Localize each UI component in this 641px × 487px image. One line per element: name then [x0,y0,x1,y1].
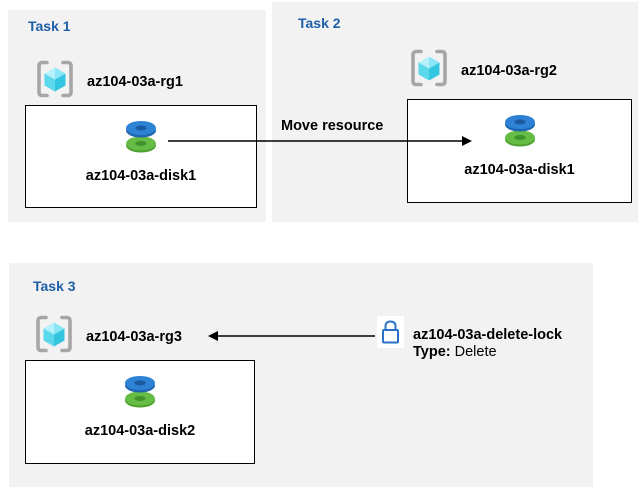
task1-resource-box: az104-03a-disk1 [25,105,257,208]
task3-resource-group-row: az104-03a-rg3 [33,314,182,359]
task3-panel: Task 3 az104-03a-rg3 az10 [9,263,593,487]
task3-disk-label: az104-03a-disk2 [84,423,196,439]
lock-icon [377,316,404,348]
task1-title: Task 1 [28,18,71,34]
resource-group-icon [33,314,75,359]
disk-icon [501,113,539,154]
delete-lock-text: az104-03a-delete-lock Type: Delete [413,327,562,361]
task3-title: Task 3 [33,278,76,294]
disk-icon [121,374,159,415]
delete-lock-type-label: Type: [413,344,451,360]
resource-group-icon [408,48,450,93]
delete-lock-name: az104-03a-delete-lock [413,327,563,343]
task1-panel: Task 1 az104-03a-rg1 az10 [8,10,266,222]
task2-resource-group-label: az104-03a-rg2 [461,62,557,79]
task2-panel: Task 2 az104-03a-rg2 az10 [272,2,638,222]
task1-resource-group-label: az104-03a-rg1 [87,73,183,90]
task2-title: Task 2 [298,15,341,31]
task2-resource-group-row: az104-03a-rg2 [408,48,557,93]
task1-resource-group-row: az104-03a-rg1 [34,59,183,104]
task3-resource-group-label: az104-03a-rg3 [86,328,182,345]
task1-disk-label: az104-03a-disk1 [85,168,197,184]
task2-resource-box: az104-03a-disk1 [407,99,632,203]
task2-disk-label: az104-03a-disk1 [464,162,575,178]
disk-icon [122,119,160,160]
task3-resource-box: az104-03a-disk2 [25,360,255,464]
move-resource-label: Move resource [281,118,384,134]
delete-lock-type-value: Delete [454,344,497,360]
resource-group-icon [34,59,76,104]
